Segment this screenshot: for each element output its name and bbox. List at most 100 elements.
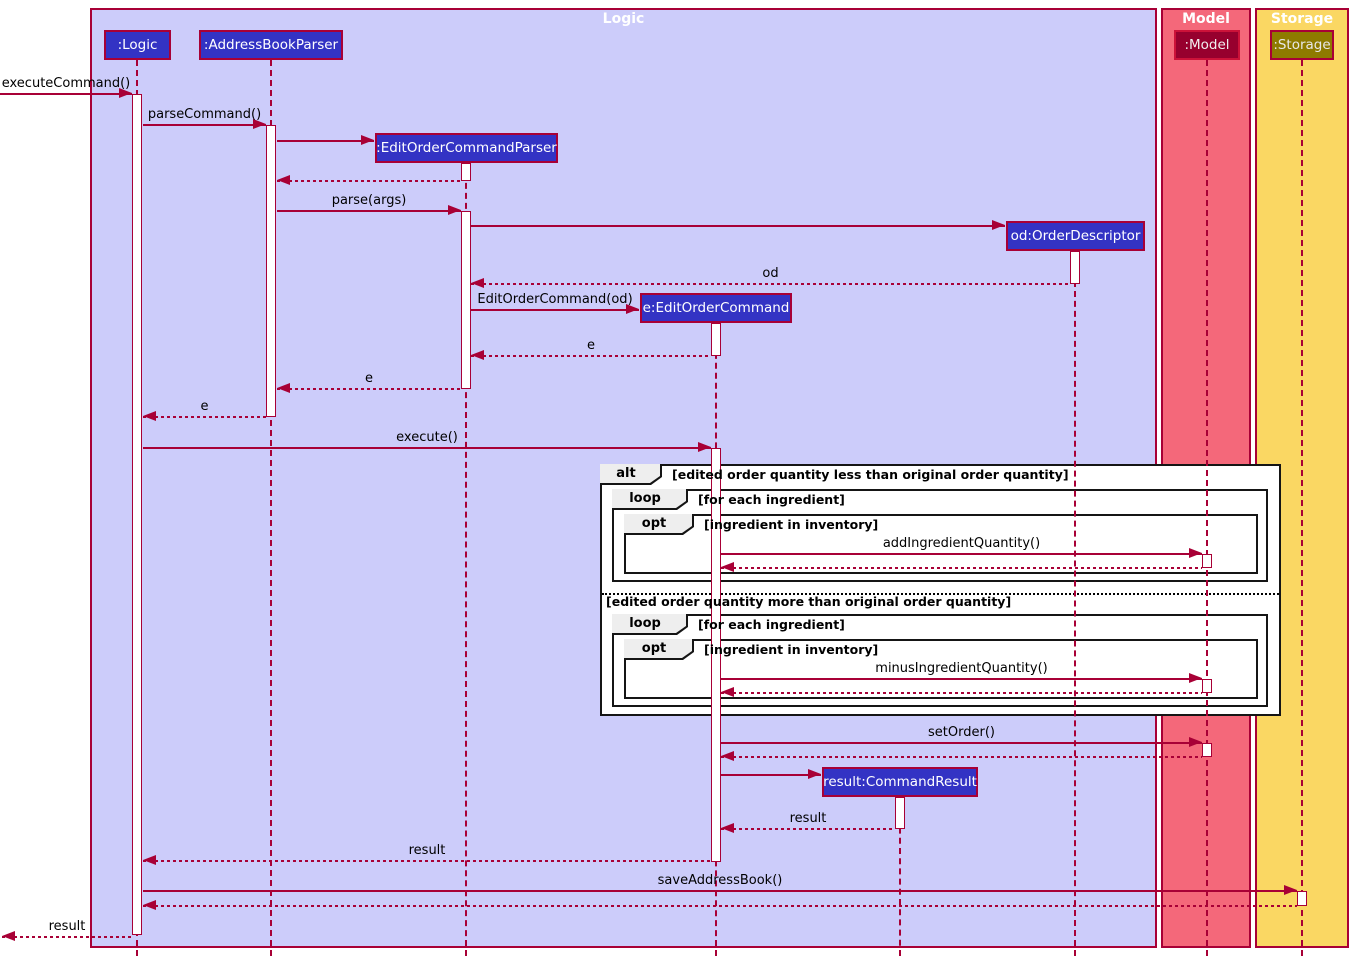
return-addIngredientQuantity [721, 567, 1202, 569]
activation-eocp-3 [461, 211, 471, 389]
create-editOrderCommandParser-arrowhead-icon [361, 135, 374, 145]
execute-call [143, 447, 711, 449]
fragment-opt-1-guard: [ingredient in inventory] [704, 517, 879, 532]
participant-result: result:CommandResult [822, 767, 978, 797]
activation-logic-0 [132, 94, 142, 935]
fragment-loop-1-guard: [for each ingredient] [698, 492, 845, 507]
return-result-to-caller-label: result [48, 919, 86, 934]
participant-eocp: :EditOrderCommandParser [375, 133, 558, 163]
participant-storage: :Storage [1270, 30, 1334, 60]
return-minusIngredientQuantity [721, 692, 1202, 694]
executeCommand-call-arrowhead-icon [119, 88, 132, 98]
return-od-arrowhead-icon [471, 278, 484, 288]
minusIngredientQuantity-call [721, 678, 1202, 680]
parse-args-call-label: parse(args) [331, 193, 407, 208]
return-e-to-addressBookParser-arrowhead-icon [277, 383, 290, 393]
return-e-to-parser-label: e [587, 338, 595, 353]
activation-abp-1 [266, 125, 276, 417]
return-result-to-logic-label: result [408, 843, 446, 858]
return-result-to-logic [143, 860, 711, 862]
activation-result-10 [895, 797, 905, 829]
activation-model-9 [1202, 743, 1212, 757]
return-to-addressBookParser [277, 180, 461, 182]
create-editOrderCommandParser [277, 140, 374, 142]
fragment-alt-operator-tab: alt [600, 464, 662, 485]
executeCommand-call-label: executeCommand() [1, 76, 131, 91]
return-e-to-addressBookParser-label: e [365, 371, 373, 386]
return-saveAddressBook-arrowhead-icon [143, 900, 156, 910]
saveAddressBook-call-label: saveAddressBook() [657, 873, 783, 888]
participant-model: :Model [1174, 30, 1240, 60]
fragment-alt-divider-guard: [edited order quantity more than origina… [606, 594, 1012, 609]
parse-args-call [277, 210, 461, 212]
return-result-to-editOrderCommand-label: result [789, 811, 827, 826]
execute-call-arrowhead-icon [698, 442, 711, 452]
return-e-to-logic [143, 416, 266, 418]
create-commandResult-arrowhead-icon [808, 769, 821, 779]
activation-model-7 [1202, 554, 1212, 568]
return-e-to-parser-arrowhead-icon [471, 350, 484, 360]
minusIngredientQuantity-call-label: minusIngredientQuantity() [875, 661, 1048, 676]
frame-logic-title: Logic [602, 11, 645, 27]
fragment-loop-1-operator-tab: loop [612, 489, 688, 510]
return-od-label: od [762, 266, 779, 281]
return-e-to-addressBookParser [277, 388, 461, 390]
lifeline-result [899, 797, 901, 956]
lifeline-abp [270, 60, 272, 956]
participant-logic: :Logic [104, 30, 171, 60]
activation-e-6 [711, 448, 721, 862]
return-setOrder [721, 756, 1202, 758]
parseCommand-call-label: parseCommand() [147, 107, 262, 122]
addIngredientQuantity-call-label: addIngredientQuantity() [882, 536, 1041, 551]
activation-storage-11 [1297, 891, 1307, 906]
activation-eocp-2 [461, 163, 471, 181]
participant-e: e:EditOrderCommand [640, 293, 792, 323]
fragment-opt-2-guard: [ingredient in inventory] [704, 642, 879, 657]
lifeline-eocp [465, 163, 467, 956]
fragment-opt-2-operator-label: opt [624, 639, 692, 658]
frame-model-title: Model [1182, 11, 1230, 27]
execute-call-label: execute() [396, 430, 458, 445]
setOrder-call-label: setOrder() [928, 725, 995, 740]
return-e-to-logic-arrowhead-icon [143, 411, 156, 421]
lifeline-storage [1301, 60, 1303, 956]
return-result-to-caller [2, 936, 132, 938]
return-e-to-logic-label: e [200, 399, 209, 414]
create-orderDescriptor-arrowhead-icon [992, 220, 1005, 230]
fragment-loop-2-operator-tab: loop [612, 614, 688, 635]
return-minusIngredientQuantity-arrowhead-icon [721, 687, 734, 697]
saveAddressBook-call-arrowhead-icon [1284, 885, 1297, 895]
create-editOrderCommand-arrowhead-icon [626, 304, 639, 314]
fragment-alt-divider [602, 593, 1279, 595]
return-result-to-editOrderCommand-arrowhead-icon [721, 823, 734, 833]
return-to-addressBookParser-arrowhead-icon [277, 175, 290, 185]
create-orderDescriptor [471, 225, 1005, 227]
fragment-alt-operator-label: alt [600, 464, 660, 483]
create-editOrderCommand-label: EditOrderCommand(od) [477, 292, 633, 307]
activation-model-8 [1202, 679, 1212, 693]
return-result-to-caller-arrowhead-icon [2, 931, 15, 941]
lifeline-model [1206, 60, 1208, 956]
frame-storage-title: Storage [1270, 11, 1334, 27]
return-e-to-parser [471, 355, 711, 357]
setOrder-call [721, 742, 1202, 744]
return-result-to-logic-arrowhead-icon [143, 855, 156, 865]
return-addIngredientQuantity-arrowhead-icon [721, 562, 734, 572]
parseCommand-call-arrowhead-icon [253, 119, 266, 129]
minusIngredientQuantity-call-arrowhead-icon [1189, 673, 1202, 683]
executeCommand-call [0, 93, 132, 95]
activation-e-5 [711, 323, 721, 356]
fragment-opt-1-operator-tab: opt [624, 514, 694, 535]
create-editOrderCommand [471, 309, 639, 311]
addIngredientQuantity-call [721, 553, 1202, 555]
participant-od: od:OrderDescriptor [1006, 221, 1145, 251]
participant-abp: :AddressBookParser [199, 30, 343, 60]
setOrder-call-arrowhead-icon [1189, 737, 1202, 747]
return-setOrder-arrowhead-icon [721, 751, 734, 761]
fragment-opt-2-operator-tab: opt [624, 639, 694, 660]
return-od [471, 283, 1070, 285]
lifeline-od [1074, 251, 1076, 956]
fragment-loop-2-operator-label: loop [612, 614, 686, 633]
fragment-loop-2-guard: [for each ingredient] [698, 617, 845, 632]
